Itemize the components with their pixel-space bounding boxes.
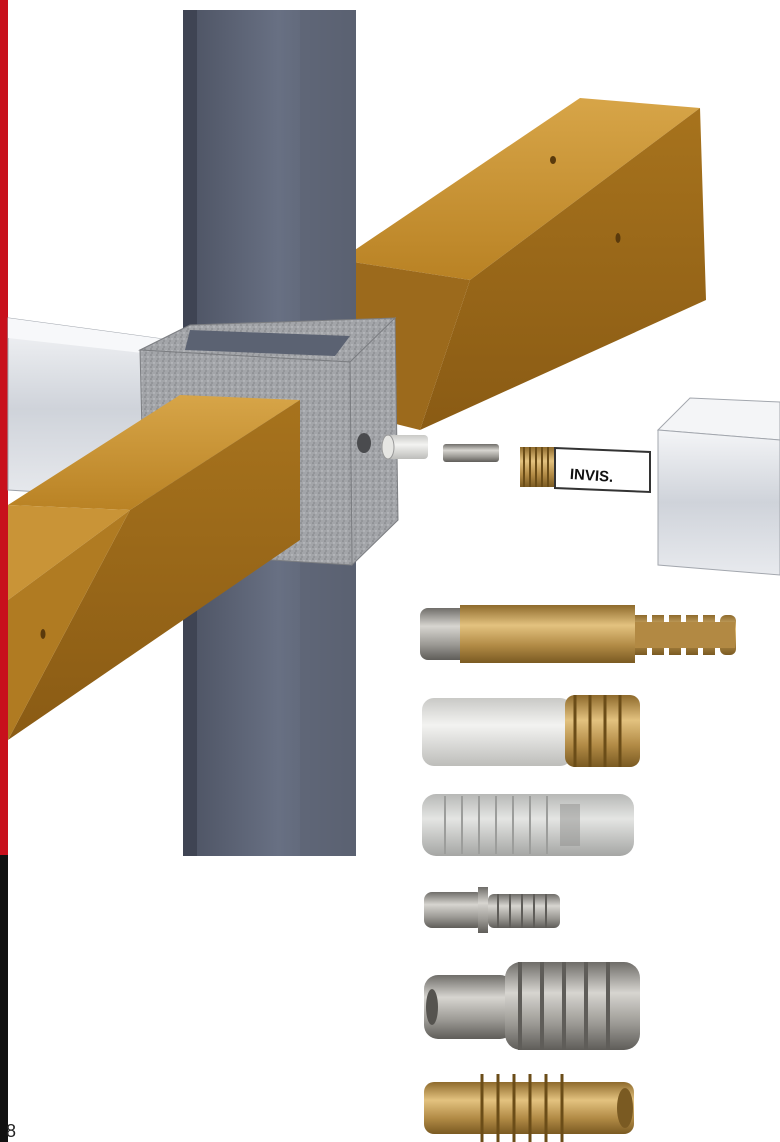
page-number: 8 [6,1121,17,1141]
part-4 [424,887,560,933]
exploded-connector-parts: INVIS. [381,434,651,494]
accent-bar-black [0,855,8,1142]
part-2 [422,695,640,767]
accent-bar-red [0,0,8,855]
part-6 [424,1074,634,1142]
part-1 [420,605,736,663]
part-3 [422,794,634,856]
wooden-beam-front [8,395,300,740]
part-5 [424,962,640,1050]
right-steel-tube [656,397,780,576]
connector-label: INVIS. [569,466,613,486]
